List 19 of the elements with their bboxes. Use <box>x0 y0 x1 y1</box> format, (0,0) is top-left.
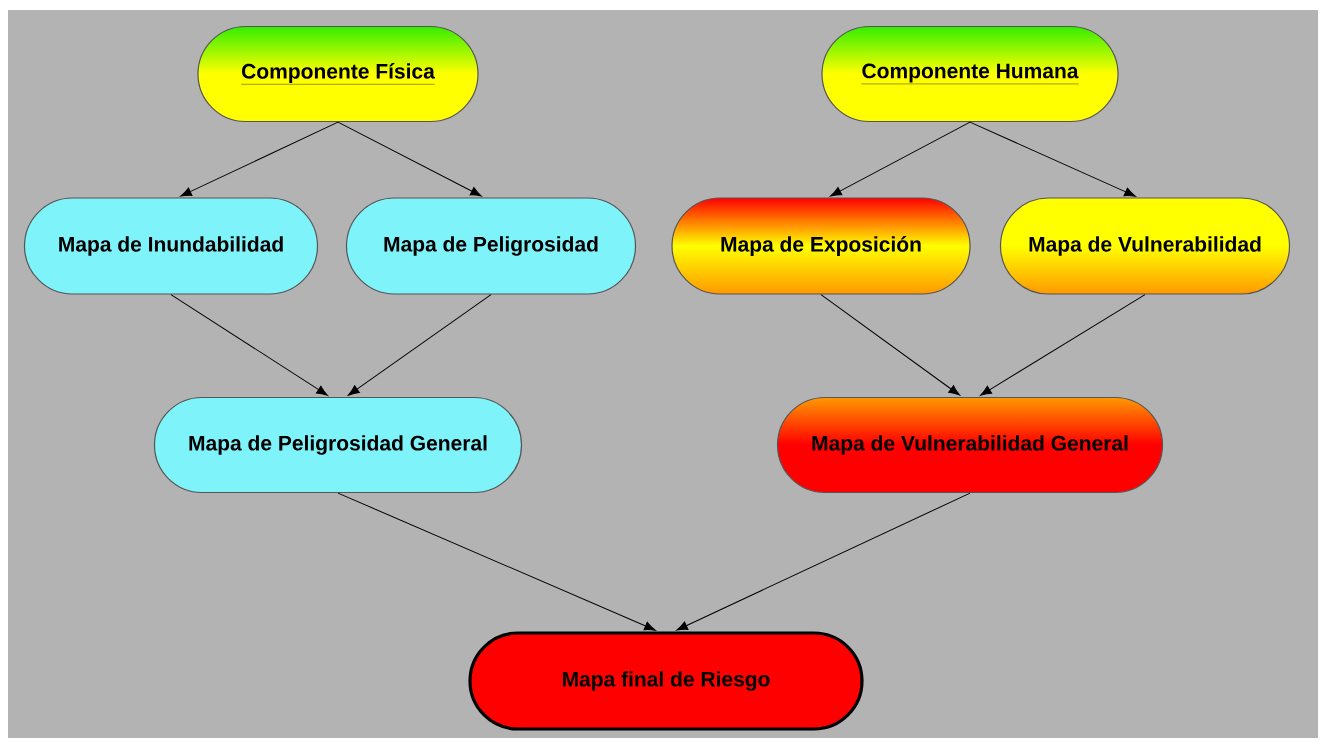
arrow <box>969 121 1136 197</box>
process-box: Mapa de Peligrosidad General <box>153 396 523 494</box>
arrow <box>347 294 492 396</box>
arrow <box>337 492 656 631</box>
arrow <box>170 294 328 396</box>
arrow <box>830 121 971 197</box>
process-box: Componente Física <box>197 25 479 123</box>
arrow <box>820 294 961 396</box>
process-box: Mapa de Vulnerabilidad General <box>776 396 1164 494</box>
arrow <box>180 121 339 197</box>
process-box: Mapa de Peligrosidad <box>345 197 637 295</box>
process-box: Mapa de Exposición <box>671 197 971 295</box>
process-box: Mapa de Inundabilidad <box>23 197 319 295</box>
process-box: Componente Humana <box>821 25 1119 123</box>
arrow <box>337 121 482 197</box>
arrow <box>980 294 1146 396</box>
arrow <box>676 492 971 631</box>
process-box: Mapa de Vulnerabilidad <box>999 197 1291 295</box>
process-box: Mapa final de Riesgo <box>468 631 864 731</box>
